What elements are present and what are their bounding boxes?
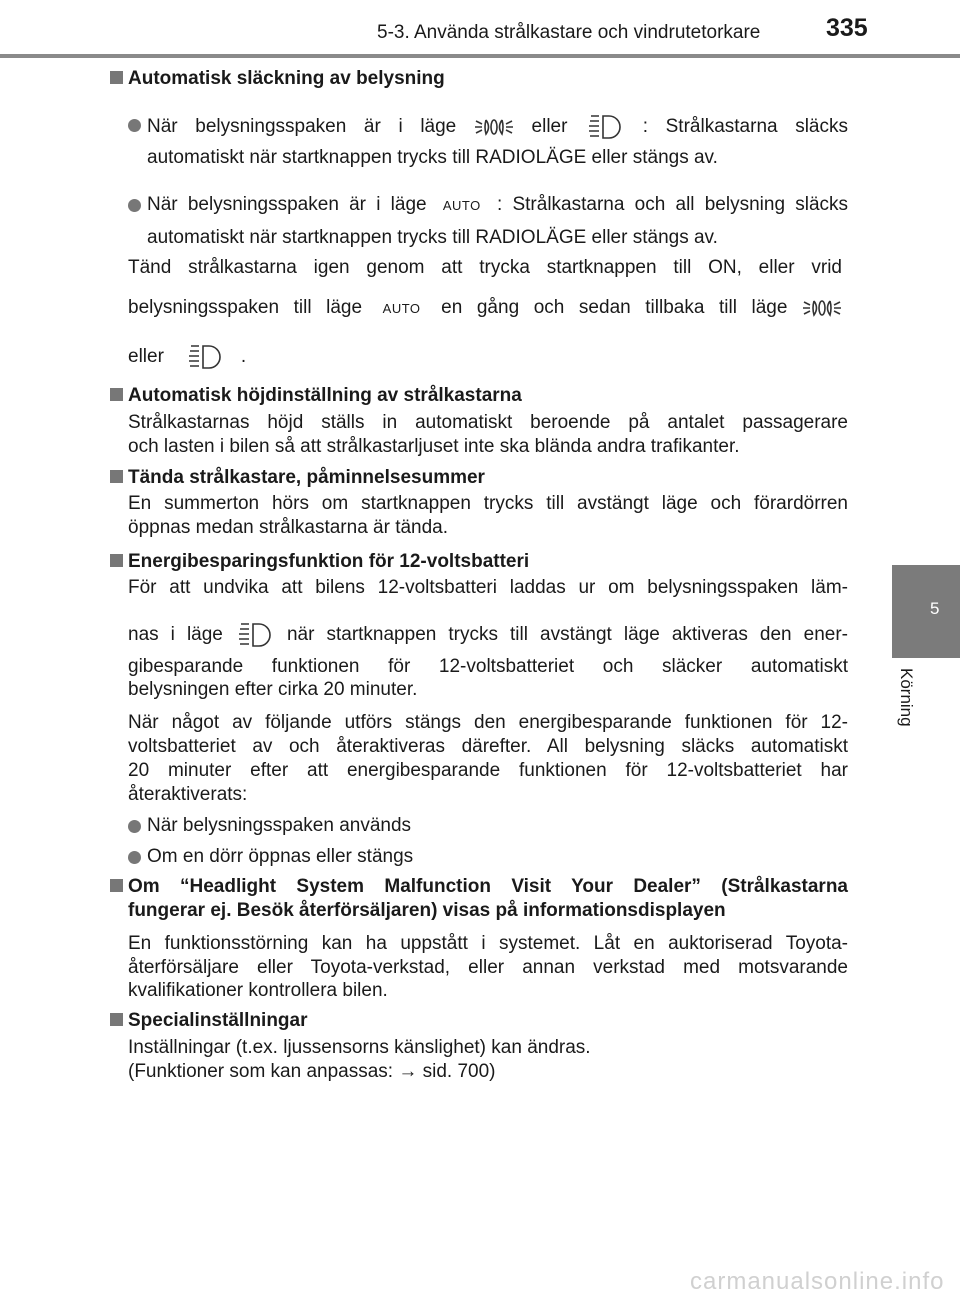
paragraph-line: eller . — [128, 343, 848, 371]
chapter-label: Körning — [897, 668, 916, 727]
section-heading: Om “Headlight System Malfunction Visit Y… — [110, 875, 848, 899]
text: automatiskt när startknappen trycks till… — [147, 147, 718, 168]
text: återförsäljare eller Toyota-verkstad, el… — [128, 957, 848, 978]
square-bullet-icon — [110, 554, 123, 567]
section-heading: Automatisk höjdinställning av strålkasta… — [110, 384, 848, 408]
text: : Strålkastarna släcks — [642, 116, 848, 138]
text: När något av följande utförs stängs den … — [128, 712, 848, 733]
text: kvalifikationer kontrollera bilen. — [128, 980, 388, 1001]
headlight-icon — [585, 113, 625, 141]
text: Inställningar (t.ex. ljussensorns känsli… — [128, 1037, 591, 1058]
text: När belysningsspaken används — [147, 815, 412, 836]
bullet-item: När belysningsspaken används — [128, 814, 848, 838]
heading-text: Om “Headlight System Malfunction Visit Y… — [128, 876, 848, 897]
square-bullet-icon — [110, 388, 123, 401]
text: Om en dörr öppnas eller stängs — [147, 846, 414, 867]
text: belysningen efter cirka 20 minuter. — [128, 679, 418, 700]
watermark: carmanualsonline.info — [690, 1268, 945, 1295]
bullet-item: När belysningsspaken är i läge eller : S… — [128, 113, 848, 141]
page-reference-link[interactable]: (Funktioner som kan anpassas: → sid. 700… — [128, 1061, 496, 1082]
section-heading: Specialinställningar — [110, 1009, 848, 1033]
text: : Strålkastarna och all belysning släcks — [496, 194, 849, 215]
text: när startknappen trycks till avstängt lä… — [286, 624, 848, 646]
tail-light-icon — [474, 115, 514, 139]
paragraph-line: nas i läge när startknappen trycks till … — [128, 621, 848, 649]
text: eller — [531, 116, 568, 138]
text: eller — [128, 346, 164, 368]
heading-text: Energibesparingsfunktion för 12-voltsbat… — [128, 551, 530, 572]
text: En funktionsstörning kan ha uppstått i s… — [128, 933, 848, 954]
paragraph-line: belysningsspaken till läge AUTO en gång … — [128, 296, 842, 321]
bullet-icon — [128, 851, 141, 864]
section-title: 5-3. Använda strålkastare och vindruteto… — [377, 22, 761, 43]
heading-text: Automatisk höjdinställning av strålkasta… — [128, 385, 522, 406]
text: När belysningsspaken är i läge — [147, 194, 427, 215]
square-bullet-icon — [110, 470, 123, 483]
section-heading: Tända strålkastare, påminnelsesummer — [110, 466, 848, 490]
bullet-item: När belysningsspaken är i läge AUTO : St… — [128, 193, 849, 218]
text: automatiskt när startknappen trycks till… — [147, 227, 718, 248]
square-bullet-icon — [110, 1013, 123, 1026]
section-heading: Energibesparingsfunktion för 12-voltsbat… — [110, 550, 848, 574]
section-heading: Automatisk släckning av belysning — [110, 67, 848, 91]
heading-text: Tända strålkastare, påminnelsesummer — [128, 467, 485, 488]
text: öppnas medan strålkastarna är tända. — [128, 517, 449, 538]
auto-icon: AUTO — [442, 198, 481, 213]
bullet-icon — [128, 820, 141, 833]
text: När belysningsspaken är i läge — [147, 116, 457, 138]
auto-icon: AUTO — [382, 301, 421, 317]
chapter-tab[interactable]: 5 — [892, 565, 960, 658]
text: Tänd strålkastarna igen genom att trycka… — [128, 257, 842, 278]
square-bullet-icon — [110, 879, 123, 892]
tail-light-icon — [802, 296, 842, 320]
header-divider — [0, 54, 960, 58]
bullet-icon — [128, 199, 141, 212]
text: 20 minuter efter att energibesparande fu… — [128, 760, 848, 781]
text: och lasten i bilen så att strålkastarlju… — [128, 436, 740, 457]
headlight-icon — [235, 621, 275, 649]
headlight-icon — [185, 343, 225, 371]
heading-text: fungerar ej. Besök återförsäljaren) visa… — [128, 900, 726, 921]
heading-text: Automatisk släckning av belysning — [128, 68, 445, 89]
bullet-icon — [128, 119, 141, 132]
text: nas i läge — [128, 624, 223, 646]
page-number: 335 — [826, 14, 868, 42]
text: återaktiverats: — [128, 784, 248, 805]
text: voltsbatteriet av och återaktiveras däre… — [128, 736, 848, 757]
chapter-number: 5 — [930, 599, 940, 618]
text: belysningsspaken till läge — [128, 297, 363, 319]
text: . — [240, 346, 247, 368]
text: gibesparande funktionen för 12-voltsbatt… — [128, 656, 848, 677]
text: en gång och sedan tillbaka till läge — [441, 297, 788, 319]
text: Strålkastarnas höjd ställs in automatisk… — [128, 412, 848, 433]
text: En summerton hörs om startknappen trycks… — [128, 493, 848, 514]
text: För att undvika att bilens 12-voltsbatte… — [128, 577, 848, 598]
square-bullet-icon — [110, 71, 123, 84]
heading-text: Specialinställningar — [128, 1010, 308, 1031]
bullet-item: Om en dörr öppnas eller stängs — [128, 845, 848, 869]
